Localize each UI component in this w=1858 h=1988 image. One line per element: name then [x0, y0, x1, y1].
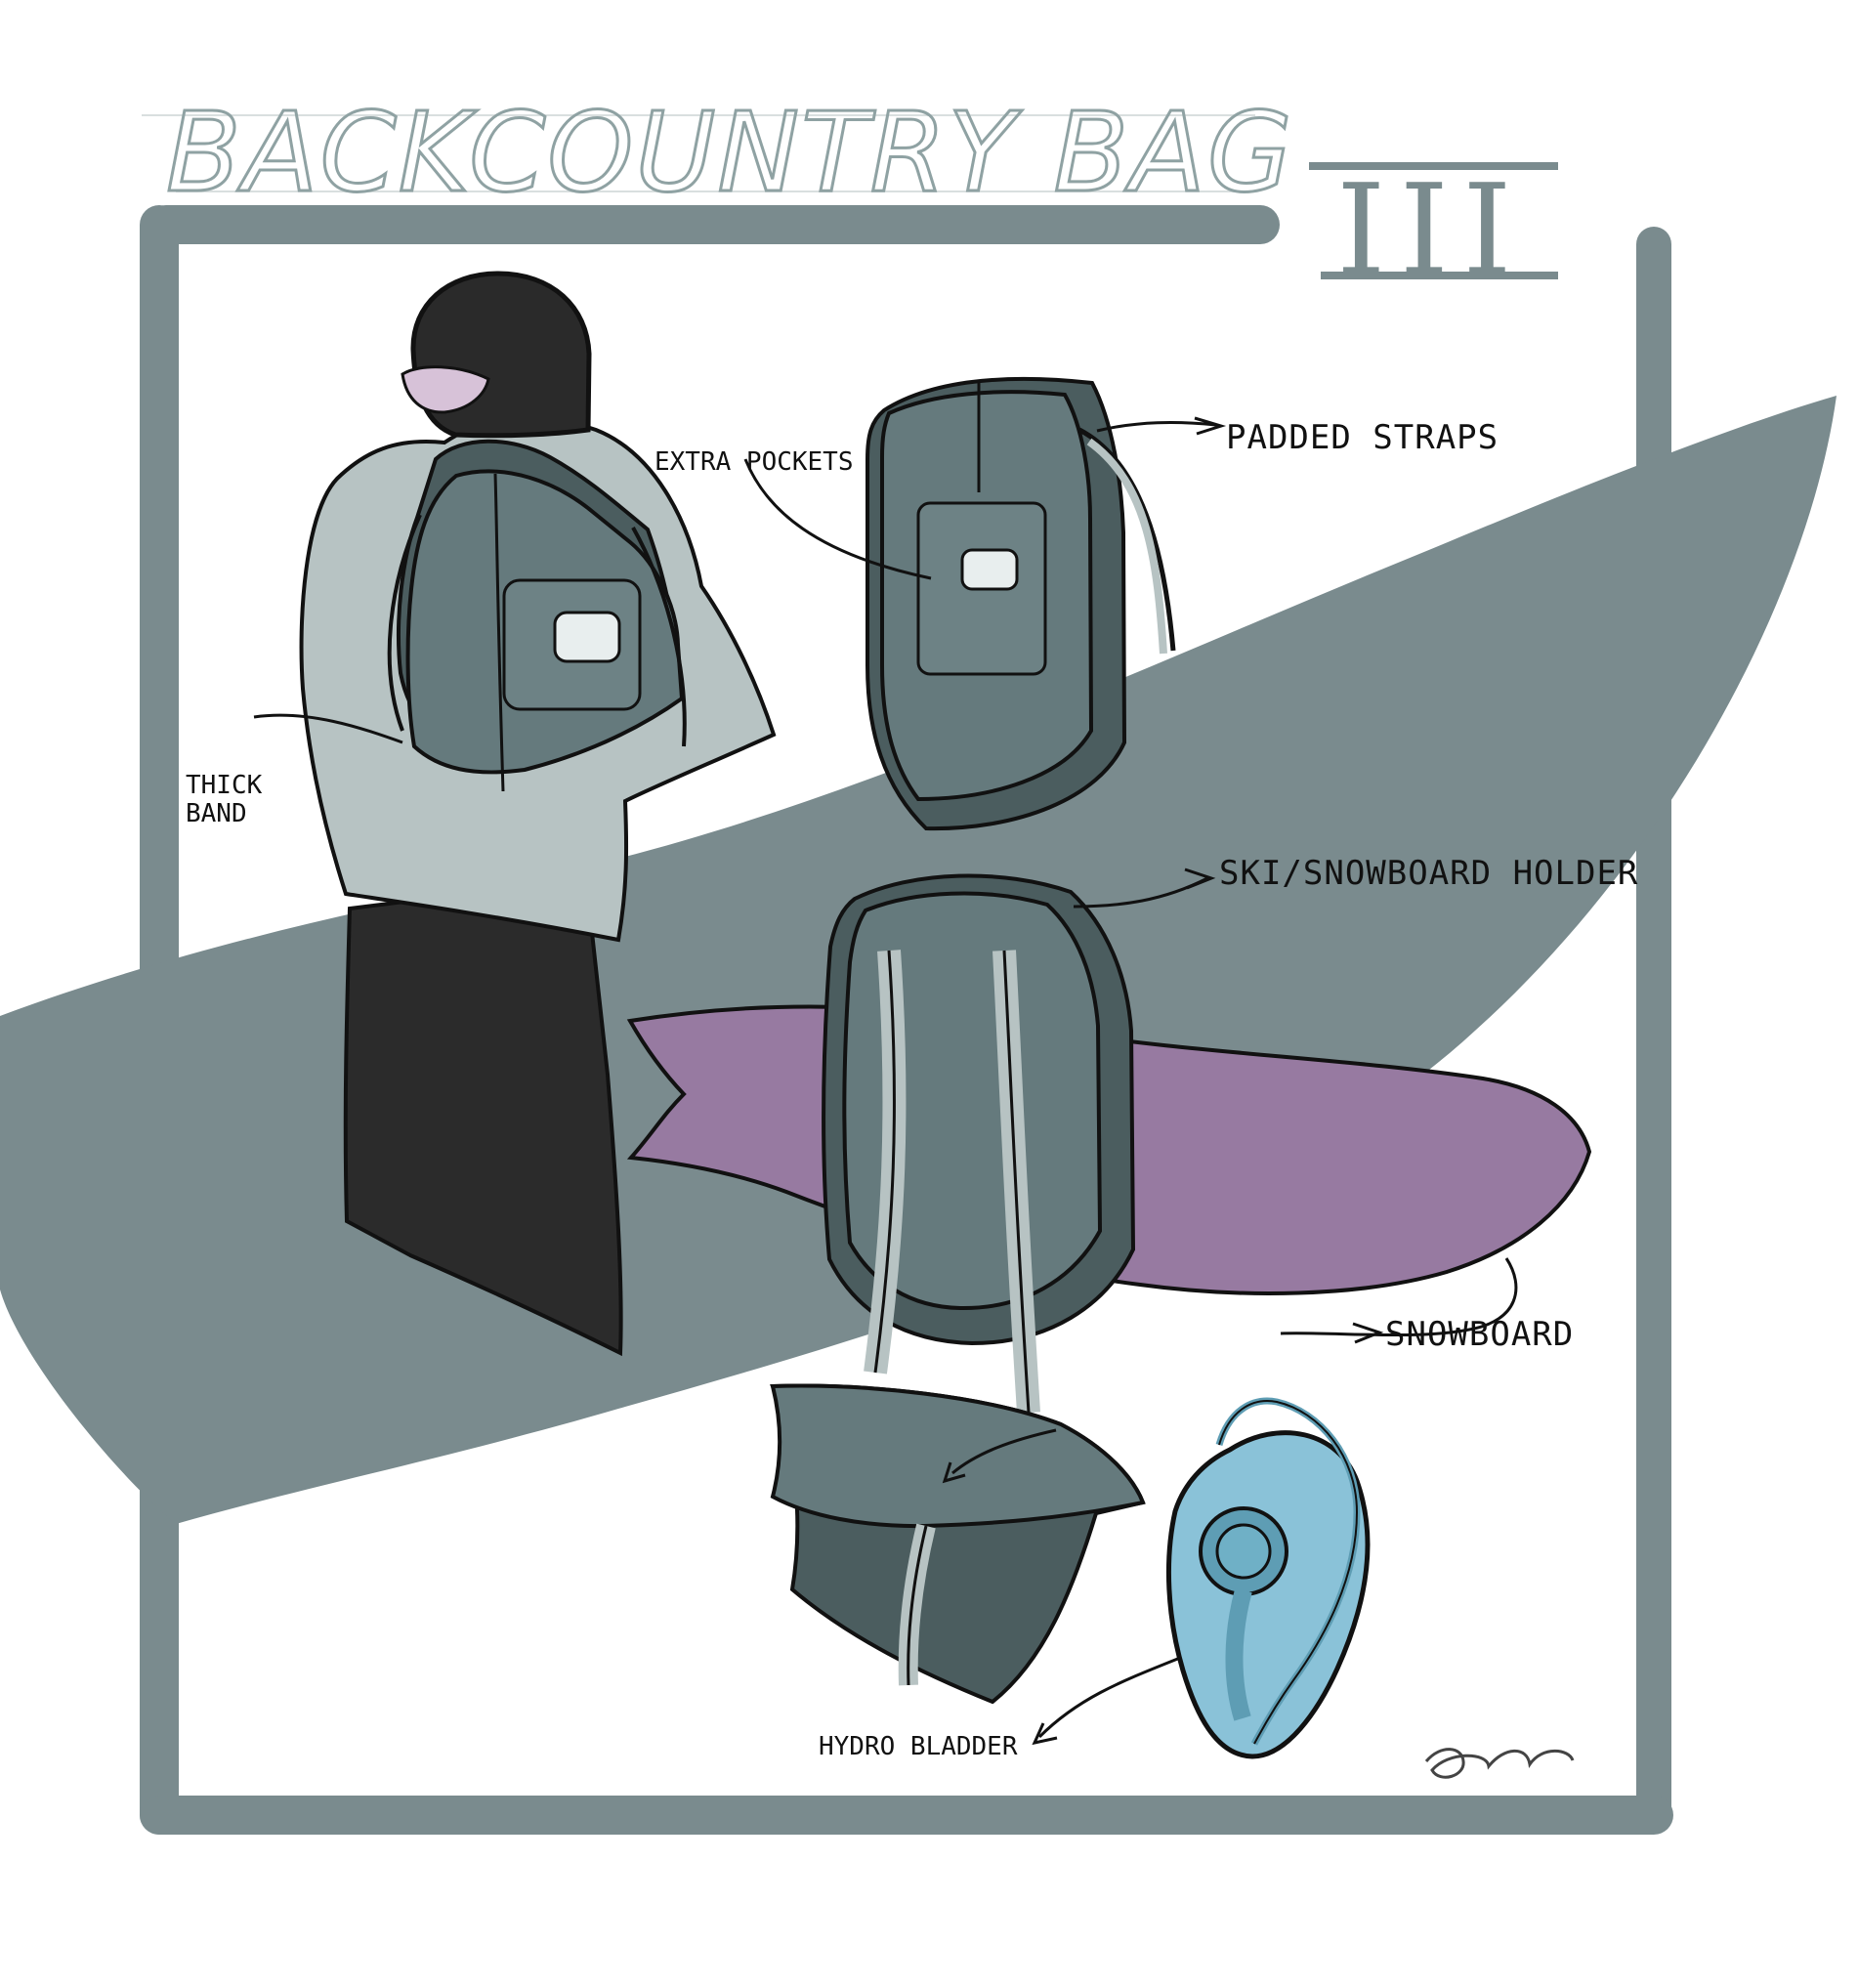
bladder-sleeve-strap-outline — [907, 1525, 928, 1686]
front-pack-strap-highlight — [1086, 438, 1167, 655]
page-number: III — [1336, 158, 1526, 304]
holder-pack-strap-right-outline — [1002, 950, 1031, 1414]
holder-pack-strap-left-outline — [873, 950, 896, 1374]
hydro-bladder-illustration — [770, 1383, 1371, 1759]
label-padded-straps: PADDED STRAPS — [1226, 418, 1499, 457]
label-thick-band-line-2: BAND — [186, 799, 247, 828]
title-block: BACKCOUNTRY BAG — [142, 89, 1294, 219]
thick-band-leader-line — [253, 713, 403, 744]
bladder-sleeve-top — [770, 1383, 1146, 1529]
hydro-bladder-arrow-icon — [1032, 1722, 1058, 1746]
label-snowboard: SNOWBOARD — [1385, 1315, 1574, 1354]
label-extra-pockets: EXTRA POCKETS — [655, 447, 854, 477]
front-pack-strap — [1077, 427, 1176, 652]
holder-arrow-icon — [1184, 867, 1216, 890]
snowboard-leader-line — [1280, 1257, 1518, 1337]
worn-pack-strap-right — [631, 527, 687, 747]
front-pack-illustration — [743, 376, 1227, 831]
worn-pack-strap-left — [387, 514, 422, 732]
hydro-bladder-tube-outline — [1218, 1400, 1359, 1745]
page-number-block: III — [1309, 158, 1558, 304]
label-hydro-bladder: HYDRO BLADDER — [819, 1732, 1018, 1761]
holder-pack-back — [842, 891, 1103, 1311]
person-pants — [343, 876, 623, 1357]
label-thick-band-line-1: THICK — [186, 771, 263, 800]
page-title: BACKCOUNTRY BAG — [166, 90, 1294, 217]
snowboard-arrow-icon — [1352, 1322, 1384, 1344]
annotation-labels: EXTRA POCKETS PADDED STRAPS THICK BAND S… — [186, 418, 1638, 1761]
extra-pockets-leader-line — [743, 458, 932, 580]
sleeve-arrow-icon — [942, 1461, 966, 1484]
worn-pack-badge — [553, 611, 621, 663]
holder-illustration — [626, 867, 1592, 1414]
person-with-pack-illustration — [253, 271, 777, 1357]
sleeve-arrow-line — [951, 1428, 1057, 1475]
hydro-bladder-channel — [1225, 1587, 1252, 1721]
padded-straps-leader-line — [1096, 421, 1217, 433]
padded-straps-arrow-icon — [1194, 416, 1227, 436]
label-holder: SKI/SNOWBOARD HOLDER — [1219, 854, 1638, 893]
goggles-icon — [401, 365, 490, 414]
front-pack-badge — [960, 548, 1019, 591]
artist-signature — [1424, 1748, 1575, 1779]
worn-pack-seam — [493, 473, 505, 792]
hydro-bladder-cap-inner — [1215, 1523, 1272, 1580]
hydro-bladder-leader-line — [1037, 1656, 1181, 1739]
